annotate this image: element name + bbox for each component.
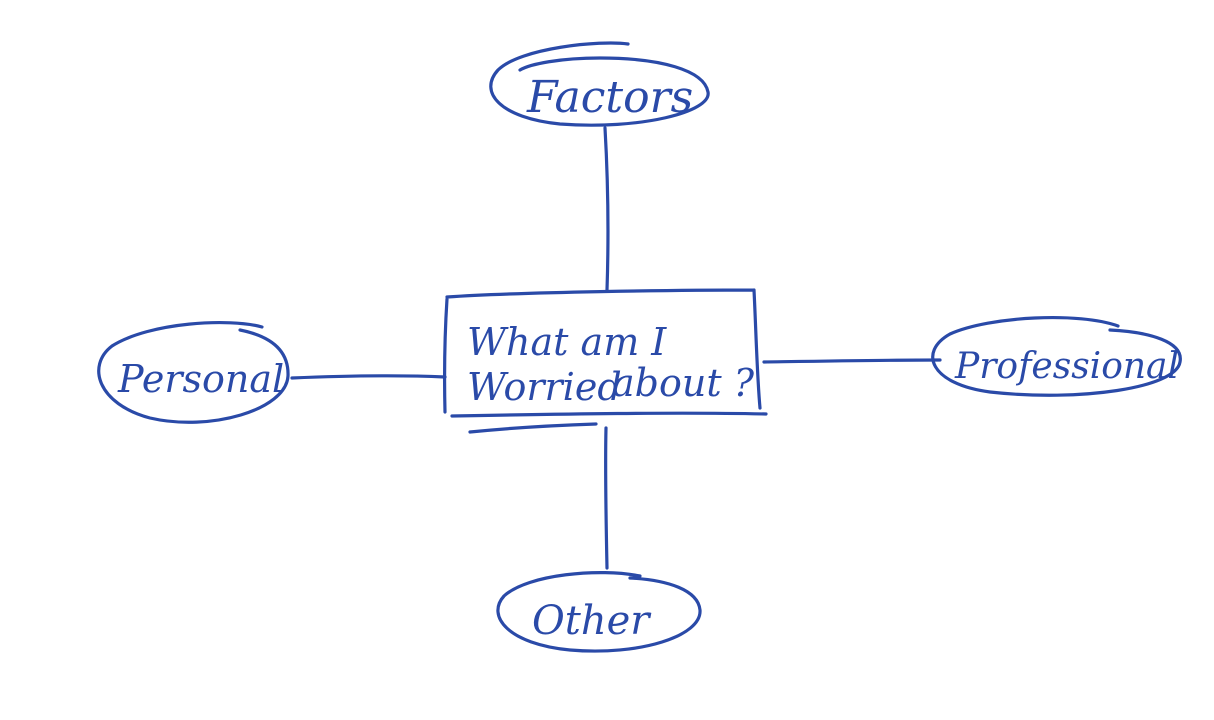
node-label-factors: Factors — [526, 72, 693, 123]
center-question-word-worried: Worried — [467, 365, 622, 409]
connector-top — [603, 126, 610, 292]
node-ellipse-other — [496, 571, 702, 653]
node-ellipse-personal — [97, 320, 290, 424]
connector-left — [290, 374, 447, 380]
node-label-personal: Personal — [117, 357, 284, 401]
node-ellipse-factors — [489, 41, 710, 127]
node-ellipse-professional — [931, 316, 1182, 397]
center-question-line2-rest: about ? — [612, 361, 755, 405]
worried-underline — [468, 422, 598, 434]
connector-right — [762, 358, 942, 364]
center-box — [443, 288, 768, 418]
center-question-line1: What am I — [467, 320, 667, 364]
node-label-professional: Professional — [954, 346, 1179, 387]
connector-bottom — [603, 426, 609, 570]
node-label-other: Other — [532, 598, 652, 644]
